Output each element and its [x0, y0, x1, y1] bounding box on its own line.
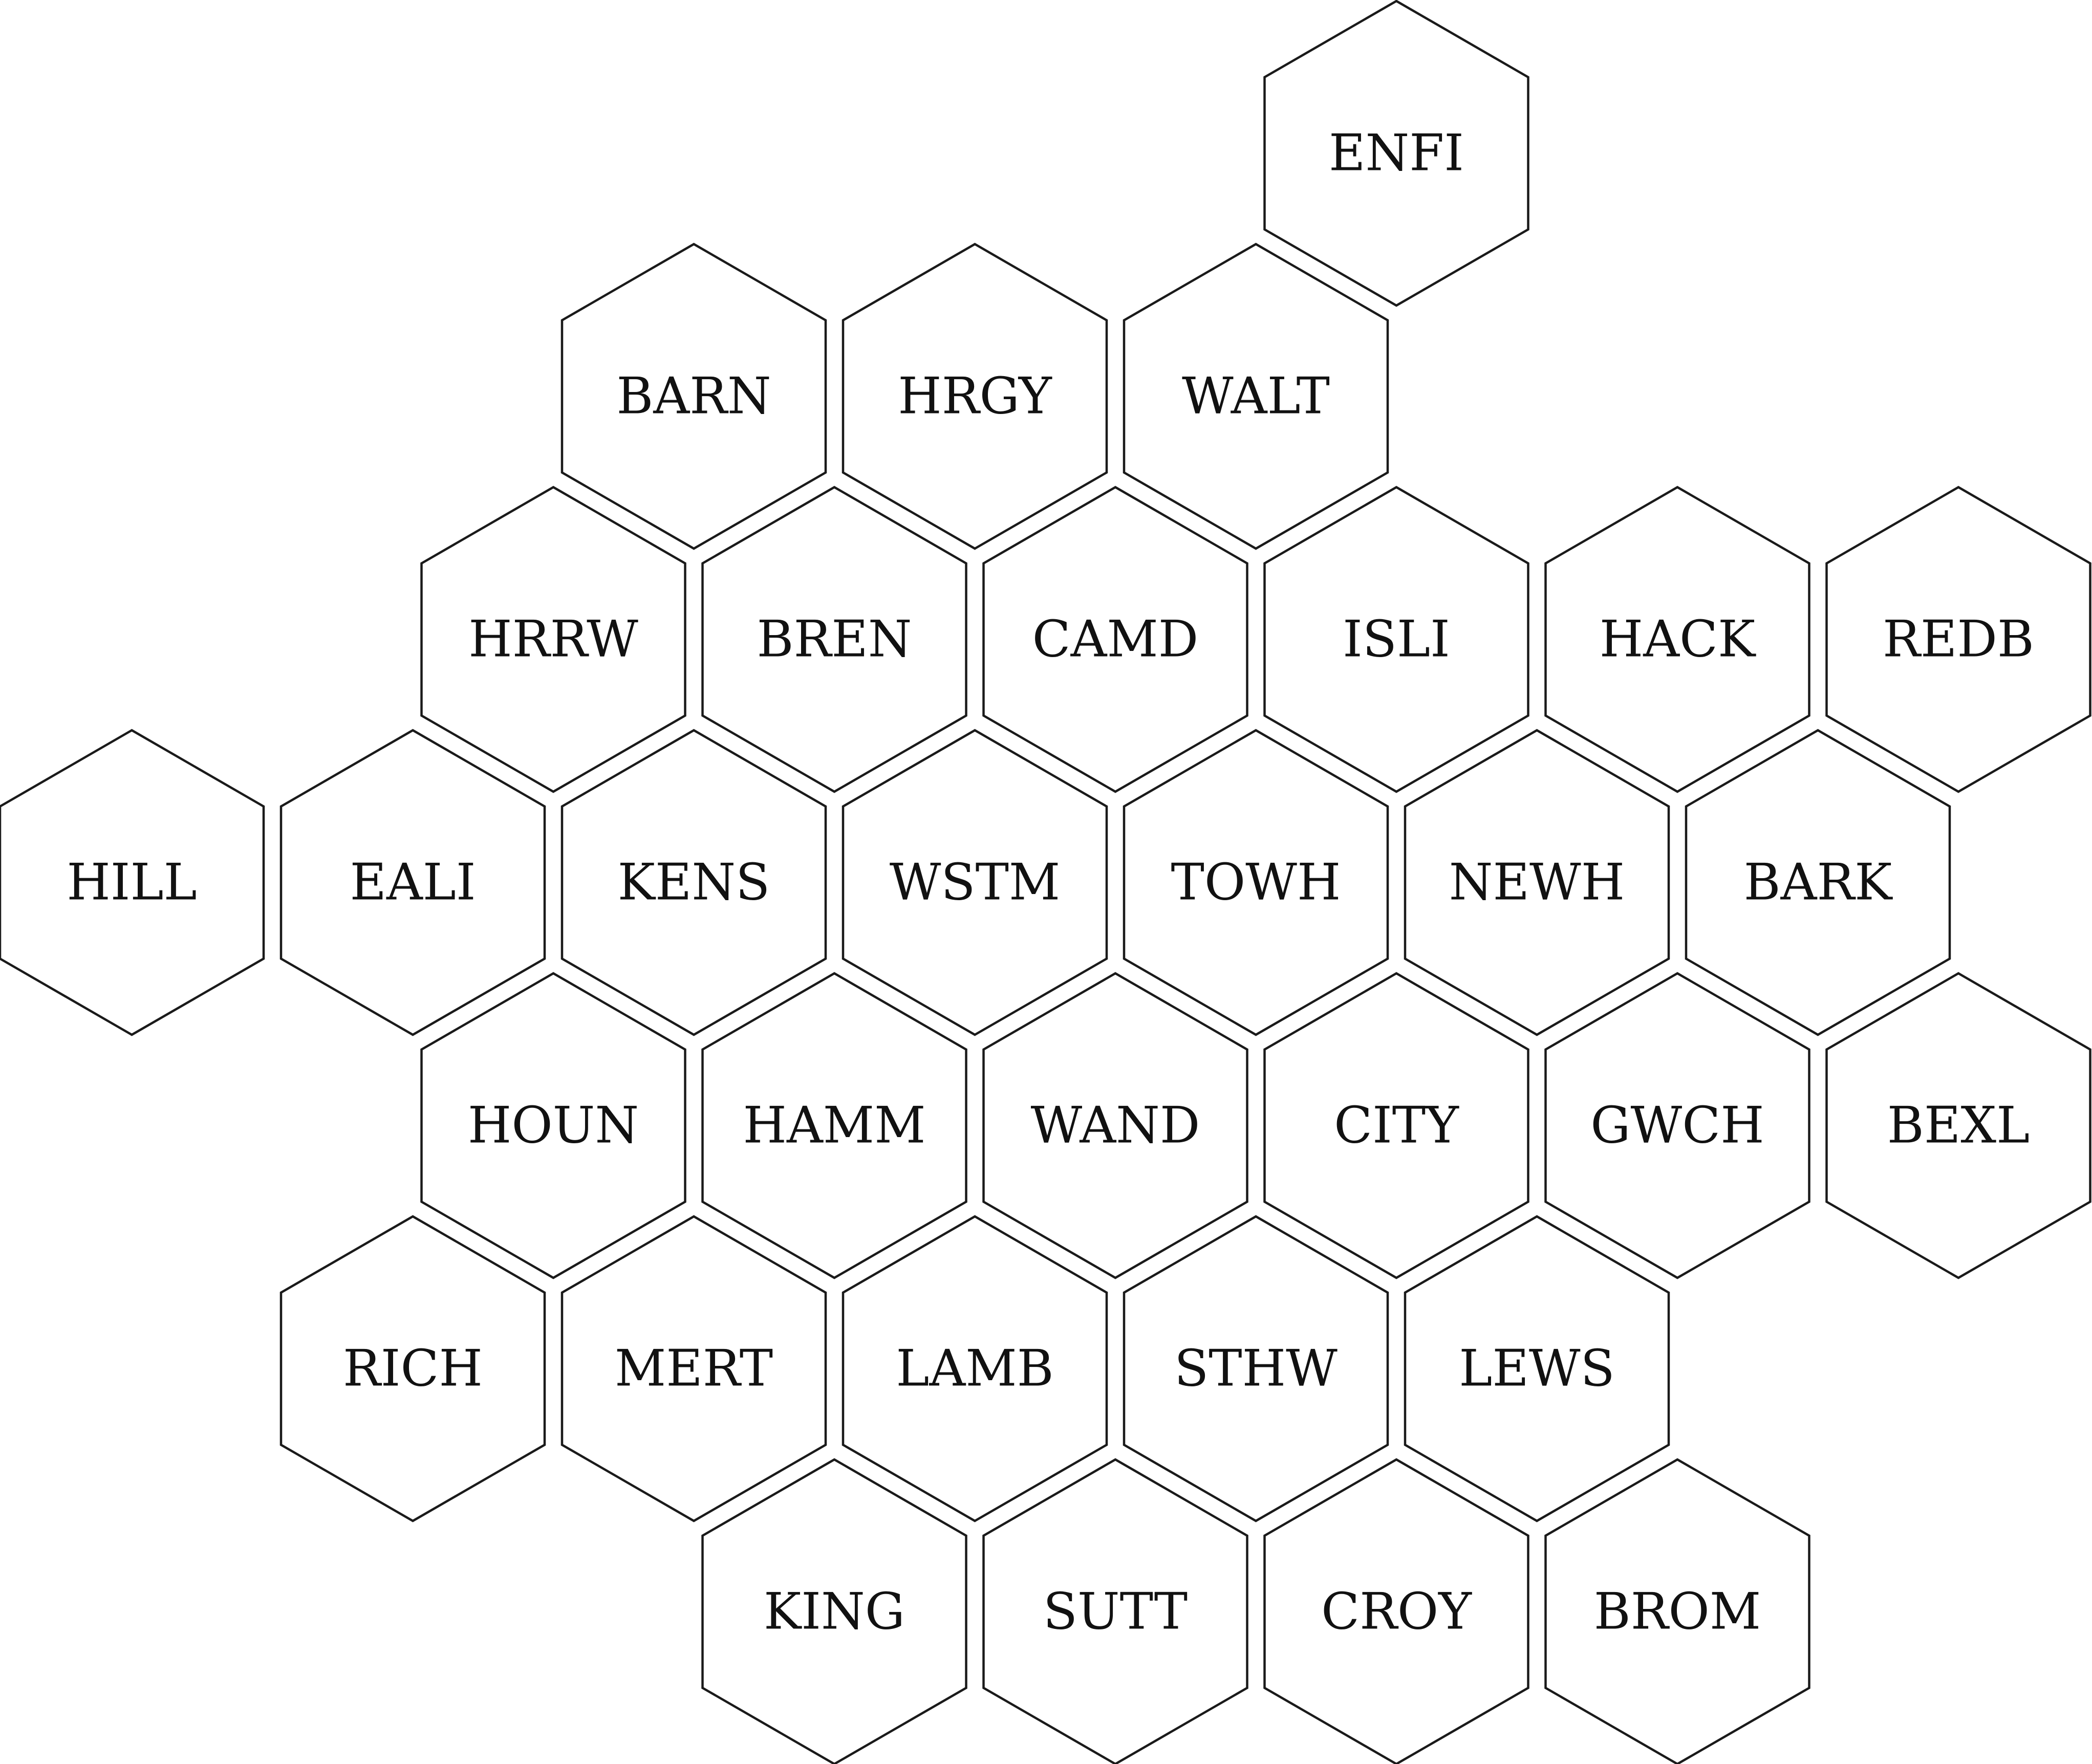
hex-tile-enfi: ENFI — [1263, 0, 1529, 307]
hex-outline — [560, 1215, 827, 1522]
hex-outline — [1123, 243, 1389, 550]
hex-tile-lews: LEWS — [1404, 1215, 1670, 1522]
hex-label: LEWS — [1459, 1340, 1614, 1398]
hex-outline — [1123, 729, 1389, 1036]
hex-tile-wand: WAND — [982, 972, 1248, 1279]
hex-outline — [420, 972, 686, 1279]
hex-label: NEWH — [1449, 854, 1625, 912]
hex-outline — [1263, 486, 1529, 793]
hex-label: HOUN — [468, 1097, 639, 1155]
hex-outline — [1544, 486, 1810, 793]
hex-outline — [1263, 972, 1529, 1279]
hex-label: CAMD — [1032, 611, 1199, 669]
hex-outline — [1685, 729, 1951, 1036]
hex-label: CROY — [1321, 1583, 1472, 1641]
hex-tile-city: CITY — [1263, 972, 1529, 1279]
hex-outline — [842, 1215, 1108, 1522]
hex-tile-hrgy: HRGY — [842, 243, 1108, 550]
hex-label: WAND — [1031, 1097, 1200, 1155]
hex-outline — [0, 729, 265, 1036]
hex-outline — [1404, 729, 1670, 1036]
hex-tile-bren: BREN — [701, 486, 967, 793]
hex-tile-king: KING — [701, 1458, 967, 1764]
hex-tile-bark: BARK — [1685, 729, 1951, 1036]
hex-outline — [560, 243, 827, 550]
hex-outline — [842, 729, 1108, 1036]
hex-label: ISLI — [1343, 611, 1450, 669]
hex-tile-sutt: SUTT — [982, 1458, 1248, 1764]
hex-label: WALT — [1182, 367, 1330, 426]
hex-outline — [701, 972, 967, 1279]
hex-tile-brom: BROM — [1544, 1458, 1810, 1764]
hex-tile-hrrw: HRRW — [420, 486, 686, 793]
hex-outline — [1123, 1215, 1389, 1522]
hex-label: KING — [764, 1583, 905, 1641]
hex-outline — [842, 243, 1108, 550]
hex-outline — [1263, 0, 1529, 307]
hex-outline — [279, 1215, 546, 1522]
hex-tile-hack: HACK — [1544, 486, 1810, 793]
hex-tile-camd: CAMD — [982, 486, 1248, 793]
hex-outline — [1404, 1215, 1670, 1522]
hex-label: HRGY — [898, 367, 1052, 426]
hex-label: MERT — [615, 1340, 773, 1398]
hex-label: HACK — [1600, 611, 1756, 669]
hex-label: TOWH — [1171, 854, 1341, 912]
hex-outline — [1544, 972, 1810, 1279]
hex-outline — [982, 486, 1248, 793]
hex-tile-bexl: BEXL — [1825, 972, 2091, 1279]
hex-tile-sthw: STHW — [1123, 1215, 1389, 1522]
hex-outline — [1263, 1458, 1529, 1764]
hex-outline — [1544, 1458, 1810, 1764]
hex-outline — [279, 729, 546, 1036]
hex-tile-mert: MERT — [560, 1215, 827, 1522]
hex-label: KENS — [618, 854, 770, 912]
hex-label: SUTT — [1043, 1583, 1188, 1641]
hex-tile-rich: RICH — [279, 1215, 546, 1522]
hex-outline — [420, 486, 686, 793]
hex-tile-hamm: HAMM — [701, 972, 967, 1279]
hex-outline — [982, 972, 1248, 1279]
hex-label: BREN — [757, 611, 912, 669]
hex-label: HILL — [67, 854, 197, 912]
hex-tile-wstm: WSTM — [842, 729, 1108, 1036]
hex-label: ENFI — [1329, 124, 1464, 183]
hex-tile-eali: EALI — [279, 729, 546, 1036]
hex-tile-isli: ISLI — [1263, 486, 1529, 793]
hex-label: CITY — [1334, 1097, 1459, 1155]
hex-tile-houn: HOUN — [420, 972, 686, 1279]
hex-label: HRRW — [468, 611, 638, 669]
hex-label: EALI — [350, 854, 476, 912]
hex-label: GWCH — [1590, 1097, 1764, 1155]
hex-tile-newh: NEWH — [1404, 729, 1670, 1036]
hex-tile-walt: WALT — [1123, 243, 1389, 550]
hex-label: RICH — [343, 1340, 483, 1398]
hex-tile-towh: TOWH — [1123, 729, 1389, 1036]
hex-label: BROM — [1594, 1583, 1761, 1641]
hex-label: STHW — [1174, 1340, 1338, 1398]
hex-tile-kens: KENS — [560, 729, 827, 1036]
hex-label: LAMB — [896, 1340, 1053, 1398]
hex-label: BARK — [1744, 854, 1893, 912]
hex-outline — [1825, 486, 2091, 793]
hex-outline — [560, 729, 827, 1036]
hex-label: BEXL — [1887, 1097, 2030, 1155]
hex-label: REDB — [1883, 611, 2034, 669]
hex-outline — [701, 1458, 967, 1764]
hex-tile-barn: BARN — [560, 243, 827, 550]
hex-tile-lamb: LAMB — [842, 1215, 1108, 1522]
hex-label: HAMM — [743, 1097, 926, 1155]
hex-label: WSTM — [890, 854, 1061, 912]
hex-outline — [1825, 972, 2091, 1279]
hex-tile-gwch: GWCH — [1544, 972, 1810, 1279]
hex-tile-redb: REDB — [1825, 486, 2091, 793]
hex-outline — [982, 1458, 1248, 1764]
hex-tile-hill: HILL — [0, 729, 265, 1036]
hex-outline — [701, 486, 967, 793]
hex-label: BARN — [616, 367, 771, 426]
hex-tile-croy: CROY — [1263, 1458, 1529, 1764]
